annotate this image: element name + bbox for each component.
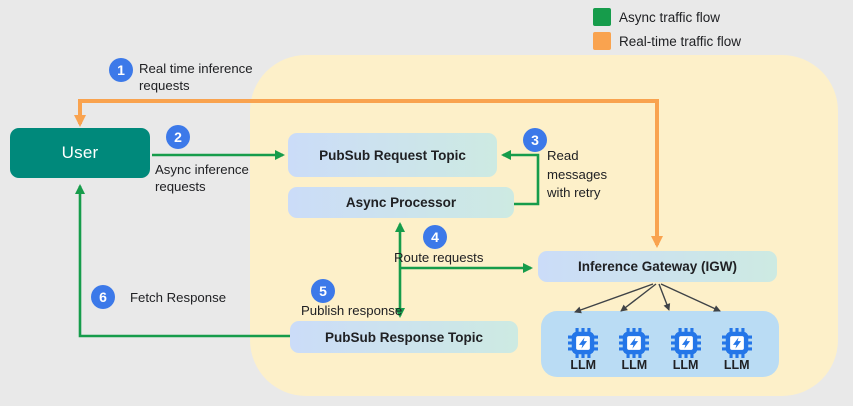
- node-pubsub-request-topic: PubSub Request Topic: [288, 133, 497, 177]
- step-number: 3: [531, 132, 539, 148]
- step-badge-4: 4: [423, 225, 447, 249]
- step-label-2: Async inference requests: [155, 162, 249, 195]
- llm-label: LLM: [723, 358, 750, 372]
- llm-label: LLM: [570, 358, 597, 372]
- chip-icon: [568, 328, 599, 358]
- legend: Async traffic flow Real-time traffic flo…: [593, 8, 741, 50]
- step-label-1: Real time inference requests: [139, 61, 253, 94]
- step-number: 1: [117, 62, 125, 78]
- realtime-color-swatch: [593, 32, 611, 50]
- llm-label: LLM: [621, 358, 648, 372]
- step-number: 6: [99, 289, 107, 305]
- node-async-processor: Async Processor: [288, 187, 514, 218]
- async-color-swatch: [593, 8, 611, 26]
- step-label-4: Route requests: [394, 250, 484, 265]
- step-badge-1: 1: [109, 58, 133, 82]
- step-number: 5: [319, 283, 327, 299]
- llm-label: LLM: [672, 358, 699, 372]
- node-user-label: User: [61, 143, 99, 162]
- chip-icon: [619, 328, 650, 358]
- step-label-6: Fetch Response: [130, 290, 227, 305]
- step-badge-2: 2: [166, 125, 190, 149]
- step-label-5: Publish response: [301, 303, 403, 318]
- node-pubsub-request-label: PubSub Request Topic: [319, 147, 466, 163]
- node-pubsub-response-label: PubSub Response Topic: [324, 329, 483, 345]
- step-label-3: Read messages with retry: [547, 148, 608, 201]
- llm-instance: LLM: [619, 328, 650, 372]
- step-badge-6: 6: [91, 285, 115, 309]
- step-badge-5: 5: [311, 279, 335, 303]
- legend-item-realtime: Real-time traffic flow: [593, 32, 741, 50]
- chip-icon: [721, 328, 752, 358]
- legend-label: Async traffic flow: [619, 9, 721, 25]
- llm-pool-panel: LLM LLM: [541, 311, 779, 377]
- chip-icon: [670, 328, 701, 358]
- node-inference-gateway: Inference Gateway (IGW): [538, 251, 777, 282]
- legend-item-async: Async traffic flow: [593, 8, 741, 26]
- step-number: 4: [431, 229, 439, 245]
- legend-label: Real-time traffic flow: [619, 33, 742, 49]
- node-pubsub-response-topic: PubSub Response Topic: [290, 321, 518, 353]
- step-number: 2: [174, 129, 182, 145]
- llm-instance: LLM: [721, 328, 752, 372]
- llm-instance: LLM: [670, 328, 701, 372]
- llm-instance: LLM: [568, 328, 599, 372]
- step-badge-3: 3: [523, 128, 547, 152]
- node-async-processor-label: Async Processor: [345, 195, 457, 210]
- node-inference-gateway-label: Inference Gateway (IGW): [577, 259, 738, 274]
- node-user: User: [10, 128, 150, 178]
